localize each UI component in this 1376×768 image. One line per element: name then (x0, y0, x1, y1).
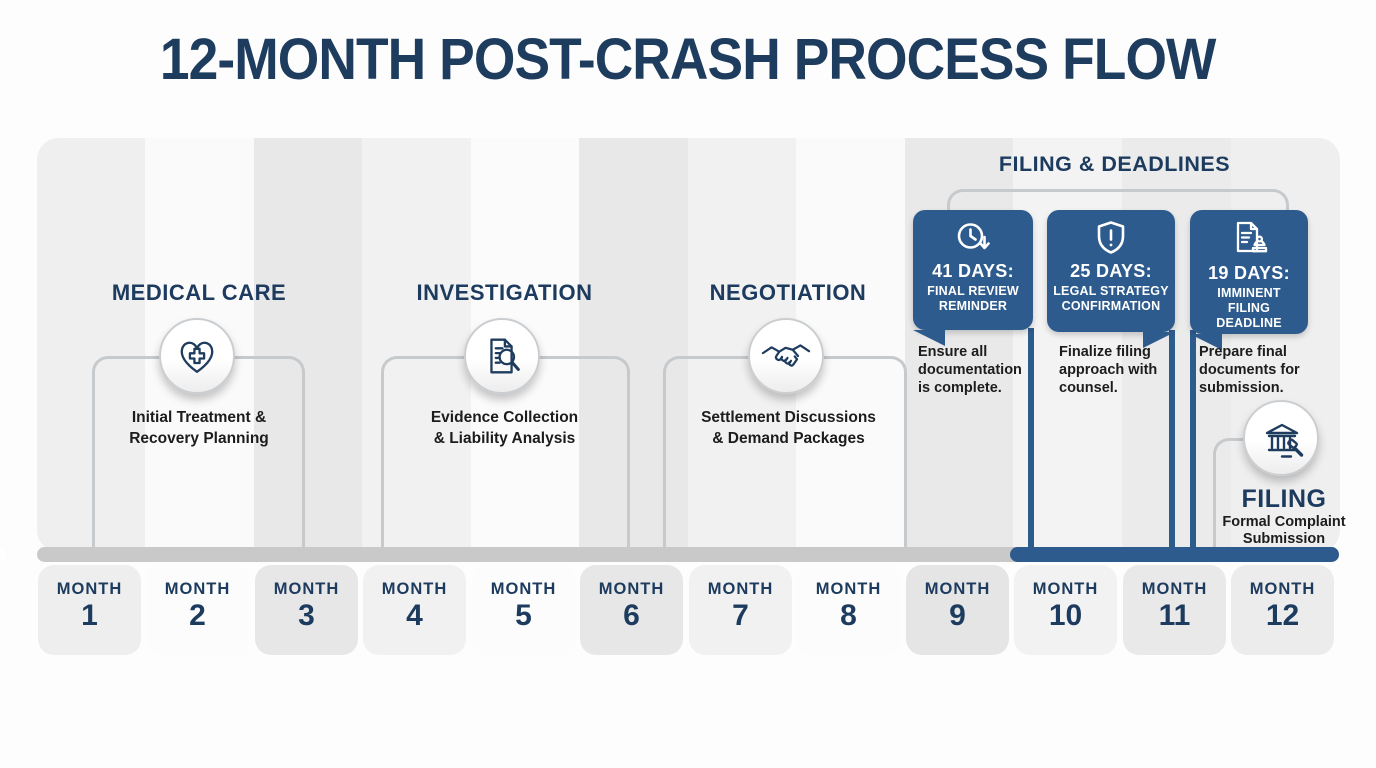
month-cell-3: MONTH 3 (255, 565, 358, 655)
month-cell-5: MONTH 5 (472, 565, 575, 655)
deadline-card-41-days: 41 DAYS: FINAL REVIEW REMINDER (913, 210, 1033, 346)
month-cell-6: MONTH 6 (580, 565, 683, 655)
month-cell-4: MONTH 4 (363, 565, 466, 655)
month-cell-12: MONTH 12 (1231, 565, 1334, 655)
deadline-subtitle: LEGAL STRATEGY CONFIRMATION (1053, 284, 1169, 313)
timeline-band (37, 138, 1340, 552)
deadline-note: Finalize filing approach with counsel. (1059, 344, 1158, 396)
filing-section-bracket (947, 189, 1289, 215)
deadline-subtitle: IMMINENT FILING DEADLINE (1216, 286, 1282, 330)
negotiation-description: Settlement Discussions & Demand Packages (701, 409, 876, 447)
month-cell-10: MONTH 10 (1014, 565, 1117, 655)
deadline-card-19-days: 19 DAYS: IMMINENT FILING DEADLINE (1190, 210, 1308, 350)
filing-milestone-label: FILING (1241, 485, 1327, 513)
deadline-note: Ensure all documentation is complete. (918, 344, 1022, 396)
card-connector-line (1169, 330, 1175, 556)
handshake-icon (761, 337, 811, 375)
card-connector-line (1028, 328, 1034, 556)
shield-exclamation-icon (1091, 219, 1131, 259)
deadline-days: 41 DAYS: (932, 261, 1014, 281)
phase-label-investigation: INVESTIGATION (416, 280, 593, 305)
month-cell-7: MONTH 7 (689, 565, 792, 655)
timeline-tick (0, 548, 5, 561)
filing-milestone-circle (1243, 400, 1319, 476)
page-title: 12-MONTH POST-CRASH PROCESS FLOW (160, 27, 1217, 92)
phase-label-medical-care: MEDICAL CARE (111, 280, 287, 305)
heart-cross-icon (174, 333, 220, 379)
deadline-card-25-days: 25 DAYS: LEGAL STRATEGY CONFIRMATION (1047, 210, 1175, 348)
month-column (362, 138, 471, 552)
document-magnifier-icon (479, 333, 525, 379)
investigation-description: Evidence Collection & Liability Analysis (430, 409, 579, 447)
month-cell-2: MONTH 2 (146, 565, 249, 655)
deadline-days: 25 DAYS: (1070, 261, 1152, 281)
courthouse-gavel-icon (1255, 414, 1307, 462)
filing-deadlines-title: FILING & DEADLINES (998, 152, 1231, 176)
clock-arrow-icon (953, 219, 993, 259)
timeline-highlight-segment (1010, 547, 1339, 562)
document-stamp-icon (1228, 219, 1270, 261)
phase-label-negotiation: NEGOTIATION (709, 280, 867, 305)
month-column (37, 138, 146, 552)
month-cell-8: MONTH 8 (797, 565, 900, 655)
medical-care-circle (159, 318, 235, 394)
month-column (579, 138, 688, 552)
deadline-subtitle: FINAL REVIEW REMINDER (927, 284, 1019, 313)
deadline-note: Prepare final documents for submission. (1199, 344, 1300, 396)
filing-milestone-description: Formal Complaint Submission (1222, 514, 1346, 548)
month-cell-11: MONTH 11 (1123, 565, 1226, 655)
negotiation-circle (748, 318, 824, 394)
card-connector-line (1190, 330, 1196, 556)
month-column (254, 138, 363, 552)
deadline-days: 19 DAYS: (1208, 263, 1290, 283)
medical-care-description: Initial Treatment & Recovery Planning (129, 409, 269, 447)
investigation-circle (464, 318, 540, 394)
month-cell-1: MONTH 1 (38, 565, 141, 655)
month-cell-9: MONTH 9 (906, 565, 1009, 655)
